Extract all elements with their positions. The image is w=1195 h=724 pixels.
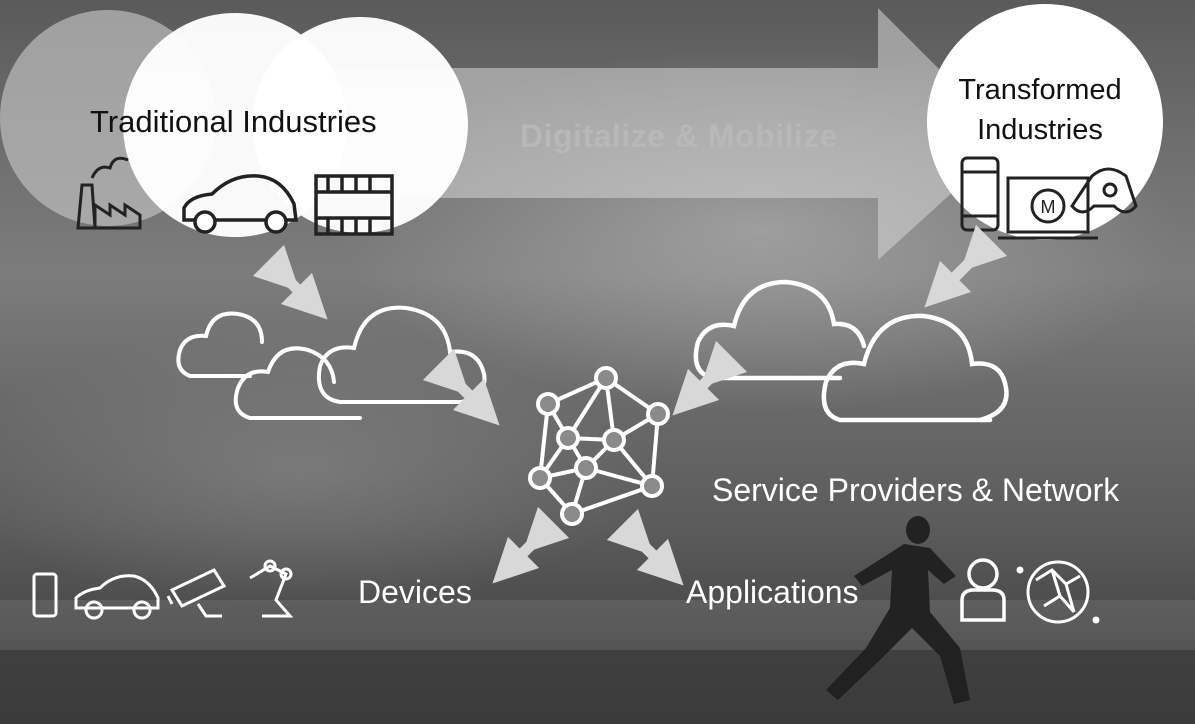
applications-label: Applications bbox=[686, 574, 859, 610]
transformed-line2: Industries bbox=[977, 114, 1103, 146]
arrow-leftcloud-to-hub bbox=[422, 348, 500, 426]
smartphone-icon bbox=[32, 572, 58, 618]
horizon-haze bbox=[0, 600, 1195, 650]
left-cloud-group bbox=[176, 305, 487, 420]
service-providers-label: Service Providers & Network bbox=[712, 472, 1120, 508]
devices-label: Devices bbox=[358, 574, 472, 610]
user-icon bbox=[960, 558, 1006, 622]
svg-text:M: M bbox=[1041, 197, 1056, 217]
security-camera-icon bbox=[166, 568, 227, 618]
robot-arm-icon bbox=[249, 559, 294, 618]
traditional-circle-front bbox=[252, 17, 468, 233]
arrow-rightcloud-to-hub bbox=[672, 340, 748, 416]
arrow-traditional-to-cloud bbox=[252, 244, 328, 320]
runner-silhouette bbox=[826, 516, 970, 704]
traditional-industries-label: Traditional Industries bbox=[90, 104, 377, 139]
arrow-hub-to-applications bbox=[606, 508, 684, 586]
arrow-transformed-to-cloud bbox=[924, 224, 1008, 308]
car-icon bbox=[182, 174, 298, 234]
ground bbox=[0, 640, 1195, 724]
laptop-icon: M bbox=[998, 176, 1098, 240]
globe-icon bbox=[1016, 560, 1100, 624]
gamepad-icon bbox=[1070, 167, 1138, 214]
big-transform-arrow bbox=[300, 8, 1010, 260]
car-icon bbox=[74, 574, 160, 620]
digitalize-mobilize-label: Digitalize & Mobilize bbox=[520, 118, 839, 154]
network-mesh-icon bbox=[528, 366, 670, 526]
transformed-industries-label: Transformed Industries bbox=[930, 70, 1150, 150]
factory-icon bbox=[76, 156, 142, 230]
transformed-circle bbox=[927, 4, 1163, 240]
film-strip-icon bbox=[314, 174, 394, 236]
transformed-line1: Transformed bbox=[958, 74, 1122, 106]
right-cloud-group bbox=[693, 279, 1009, 423]
arrow-hub-to-devices bbox=[492, 506, 570, 584]
